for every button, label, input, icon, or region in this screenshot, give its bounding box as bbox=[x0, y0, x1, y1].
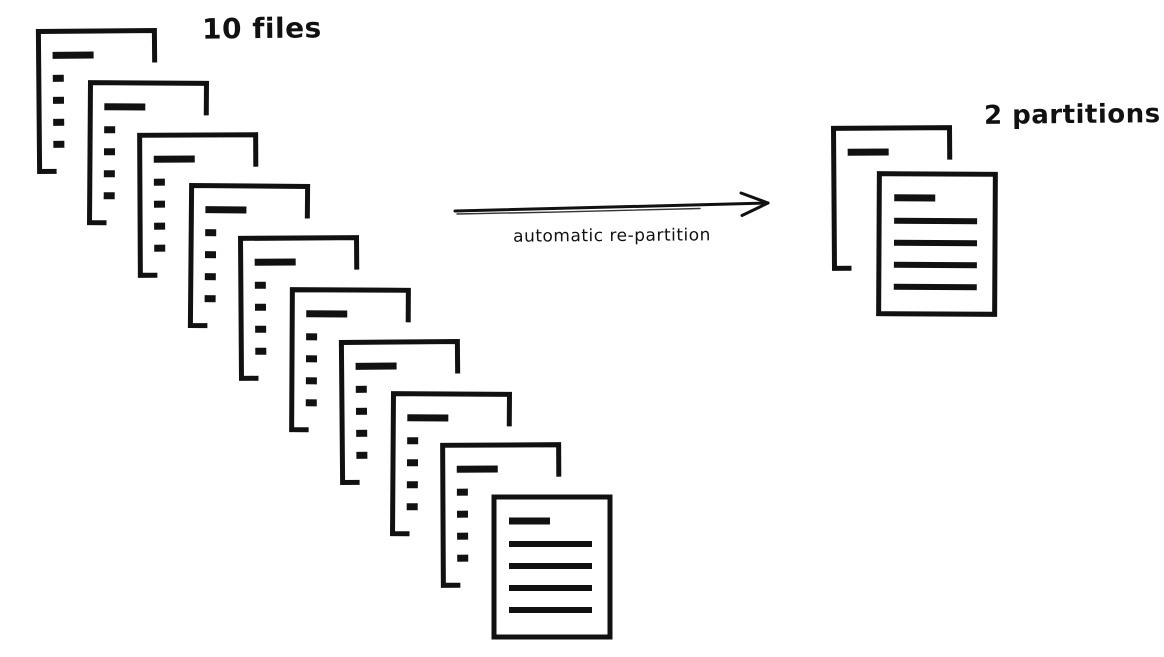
partition-file-icon-2 bbox=[876, 171, 999, 318]
source-file-icon-2 bbox=[86, 79, 209, 226]
arrow-group bbox=[450, 190, 780, 236]
source-file-icon-4 bbox=[187, 183, 310, 330]
source-file-icon-8 bbox=[389, 390, 512, 537]
source-file-icon-10 bbox=[491, 494, 613, 640]
source-file-icon-6 bbox=[288, 287, 411, 434]
source-file-icon-3 bbox=[137, 131, 260, 278]
partition-file-icon-1 bbox=[830, 125, 953, 272]
source-files-label: 10 files bbox=[201, 11, 322, 46]
right-arrow-icon bbox=[453, 191, 770, 217]
source-file-icon-5 bbox=[237, 235, 360, 382]
arrow-label: automatic re-partition bbox=[513, 225, 711, 247]
source-file-icon-1 bbox=[35, 27, 158, 175]
source-file-icon-7 bbox=[338, 338, 461, 485]
source-file-icon-9 bbox=[440, 442, 563, 589]
partitions-label: 2 partitions bbox=[983, 99, 1161, 131]
